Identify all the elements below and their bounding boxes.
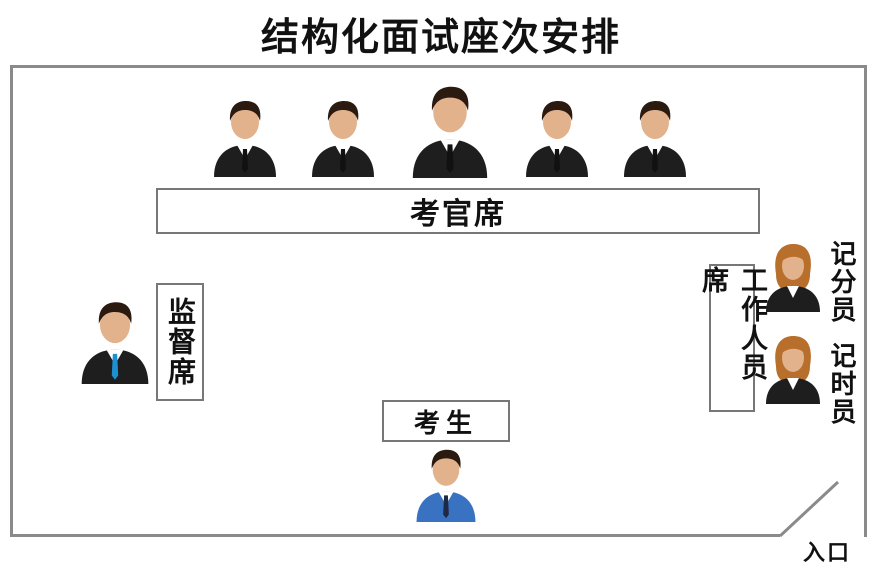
candidate-seat-label: 考生: [382, 400, 510, 442]
judge-2-icon: [312, 101, 374, 177]
judges-seat-label: 考官席: [156, 188, 760, 234]
candidate-icon: [416, 449, 476, 522]
timekeeper-icon: [766, 336, 820, 404]
judge-4-icon: [526, 101, 588, 177]
page-title: 结构化面试座次安排: [260, 14, 621, 59]
supervisor-icon: [81, 302, 149, 384]
staff-seat-label: 工作人员席: [697, 264, 767, 412]
scorer-label: 记分员: [826, 240, 856, 324]
entrance-label: 入口: [803, 540, 852, 566]
entrance-door-line: [780, 480, 840, 538]
judge-1-icon: [214, 101, 276, 177]
judge-5-icon: [624, 101, 686, 177]
supervisor-seat-label: 监督席: [156, 283, 204, 401]
room-outline: [10, 65, 867, 537]
timekeeper-label: 记时员: [826, 342, 856, 426]
room-bottom-wall: [10, 534, 780, 537]
scorer-icon: [766, 244, 820, 312]
judge-3-icon: [412, 86, 488, 178]
